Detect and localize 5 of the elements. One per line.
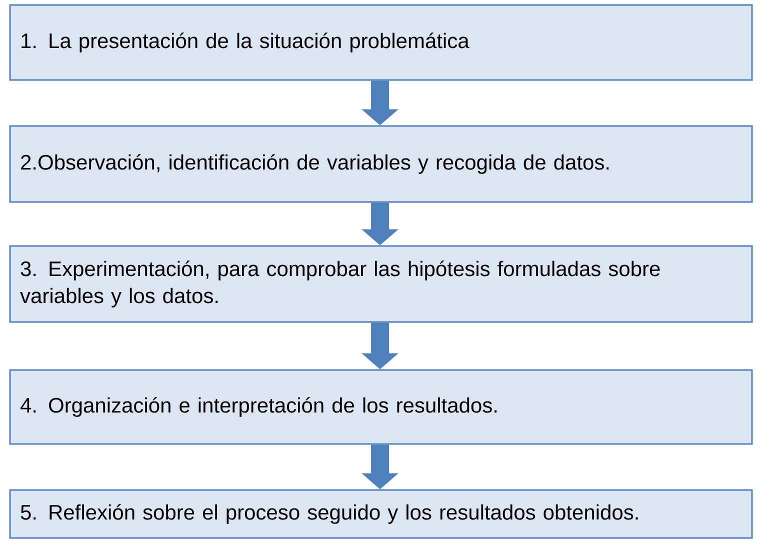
process-box: 5. Reflexión sobre el proceso seguido y los resultados obtenidos. [9, 489, 753, 539]
process-box: 3. Experimentación, para comprobar las hipótesis formuladas sobre variables y los datos. [9, 245, 753, 323]
process-box: 1. La presentación de la situación problemática [9, 4, 753, 81]
process-box: 4. Organización e interpretación de los resultados. [9, 369, 753, 445]
process-box: 2.Observación, identificación de variables y recogida de datos. [9, 125, 753, 203]
